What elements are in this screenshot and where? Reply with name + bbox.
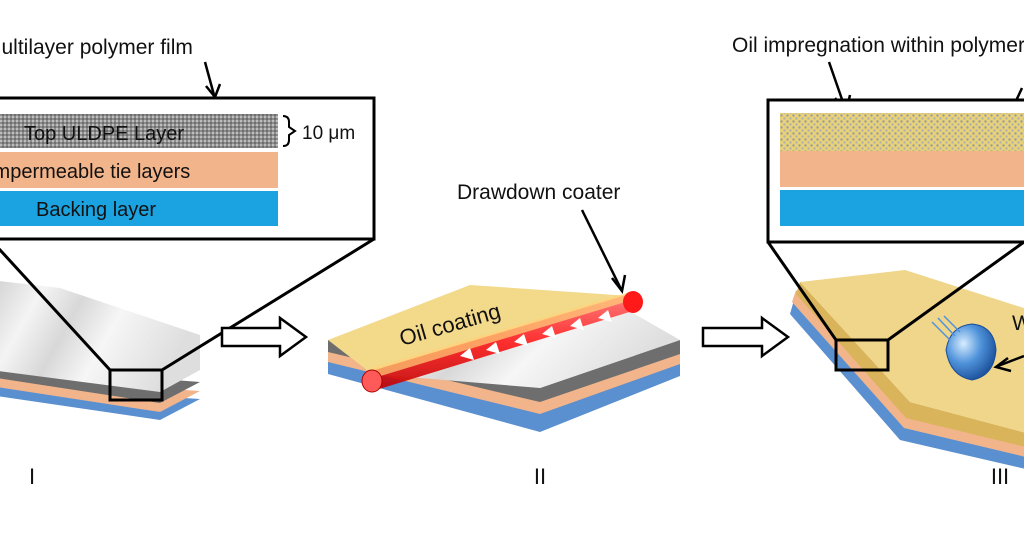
tie-layers-label: Impermeable tie layers — [0, 161, 190, 183]
top-layer-label: Top ULDPE Layer — [24, 123, 184, 145]
slab1-tie — [0, 377, 200, 412]
slab2-tie — [328, 350, 680, 414]
title-arrow — [203, 61, 216, 96]
tie-layer — [0, 152, 278, 188]
step-3-label: III — [991, 464, 1009, 489]
slab2-oil-top — [328, 285, 630, 374]
thickness-brace — [282, 115, 297, 147]
zoom-region-1 — [108, 368, 164, 402]
impregnation-label: Oil impregnation within polymer — [732, 34, 1024, 57]
droplet-arrow — [997, 354, 1024, 368]
impregnated-layer — [780, 113, 1024, 151]
panel-2: Oil coating Drawdown coater II — [328, 181, 680, 489]
step-1-label: I — [29, 464, 35, 489]
step-2-label: II — [534, 464, 546, 489]
zoom-line-3a — [766, 241, 838, 341]
slab1-top — [0, 281, 200, 392]
coater-label: Drawdown coater — [457, 181, 620, 204]
slab3-blue — [790, 300, 1024, 469]
slab3-top — [800, 270, 1024, 433]
water-droplet-label: Water droplet — [1012, 312, 1024, 335]
step-arrow-2 — [701, 315, 791, 359]
panel-3: Oil impregnation within polymer Water dr… — [732, 34, 1024, 489]
thickness-label: 10 μm — [302, 123, 355, 144]
tie-layer-3 — [780, 151, 1024, 187]
multilayer-title-label: Multilayer polymer film — [0, 36, 193, 59]
step-arrow-1 — [220, 315, 309, 359]
water-droplet — [931, 315, 997, 381]
drawdown-coater-rod — [361, 291, 643, 393]
slab2-gray — [328, 340, 680, 402]
slab3-side — [796, 282, 1024, 447]
backing-layer-label: Backing layer — [36, 199, 156, 221]
coating-direction-arrows — [460, 310, 612, 360]
backing-layer-3 — [780, 190, 1024, 226]
coater-arrow-head — [611, 274, 627, 294]
slab2-blue — [328, 360, 680, 432]
zoom-line-1b — [161, 237, 375, 372]
zoom-region-3 — [834, 338, 890, 372]
panel-1: Multilayer polymer film Top ULDPE Layer … — [0, 36, 376, 489]
droplet-arrow-head — [993, 357, 1012, 373]
coater-arrow — [580, 209, 623, 290]
zoom-line-3b — [887, 240, 1024, 342]
uldpe-layer — [0, 114, 278, 148]
backing-layer — [0, 191, 278, 226]
zoom-line-1a — [0, 247, 112, 372]
